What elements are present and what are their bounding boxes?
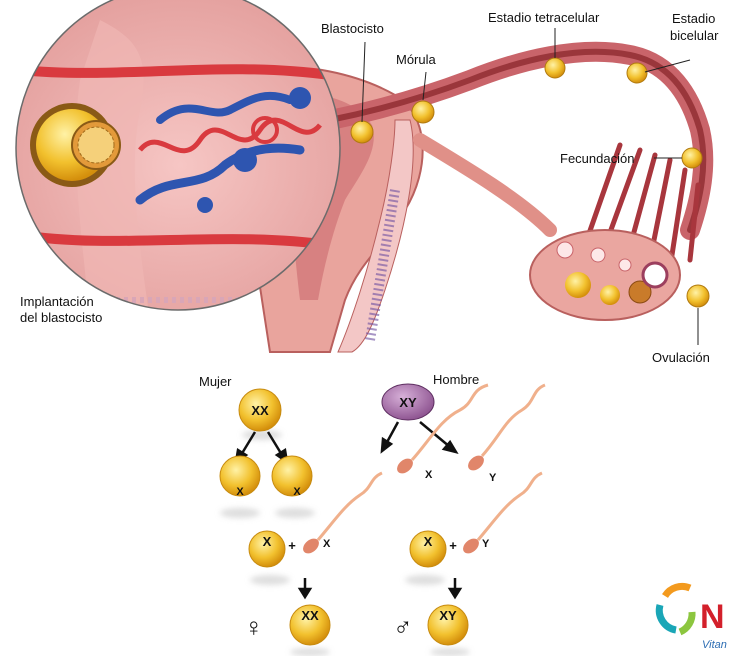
logo-icon: N Vitan <box>659 586 727 651</box>
arrow-icon <box>236 422 460 597</box>
label-bicelular-1: Estadio <box>672 11 715 26</box>
ovary <box>530 230 680 320</box>
label-bicelular-2: bicelular <box>670 28 719 43</box>
label-fecundacion: Fecundación <box>560 151 634 166</box>
svg-text:X: X <box>263 534 272 549</box>
ovulacion-egg <box>687 285 709 307</box>
svg-text:X: X <box>236 486 244 498</box>
svg-text:X: X <box>424 534 433 549</box>
label-hombre: Hombre <box>433 372 479 387</box>
logo-tagline: Vitan <box>702 639 727 651</box>
blastocisto-embryo <box>351 121 373 143</box>
label-tetracelular: Estadio tetracelular <box>488 10 600 25</box>
father-chromosomes: XY <box>399 395 417 410</box>
female-symbol-icon: ♀ <box>244 612 264 642</box>
label-morula: Mórula <box>396 52 437 67</box>
tetracelular-embryo <box>545 58 565 78</box>
svg-text:+: + <box>288 538 296 553</box>
svg-text:X: X <box>323 538 331 550</box>
sperm-y: Y <box>465 385 545 484</box>
svg-text:X: X <box>425 469 433 481</box>
svg-text:+: + <box>449 538 457 553</box>
mother-chromosomes: XX <box>251 403 269 418</box>
genetics-section: Mujer Hombre XX XY X X X <box>199 372 545 656</box>
male-symbol-icon: ♂ <box>393 612 413 642</box>
label-blastocisto: Blastocisto <box>321 21 384 36</box>
fecundacion-egg <box>682 148 702 168</box>
label-ovulacion: Ovulación <box>652 350 710 365</box>
morula-embryo <box>412 101 434 123</box>
label-mujer: Mujer <box>199 374 232 389</box>
label-implantacion-1: Implantación <box>20 294 94 309</box>
svg-text:Y: Y <box>489 472 497 484</box>
male-child-chromosomes: XY <box>439 608 457 623</box>
svg-text:X: X <box>293 486 301 498</box>
sperm-fertilize-y: Y <box>460 473 542 556</box>
label-implantacion-2: del blastocisto <box>20 310 102 325</box>
logo-initial: N <box>700 598 725 636</box>
bicelular-embryo <box>627 63 647 83</box>
female-child-chromosomes: XX <box>301 608 319 623</box>
svg-text:Y: Y <box>482 538 490 550</box>
